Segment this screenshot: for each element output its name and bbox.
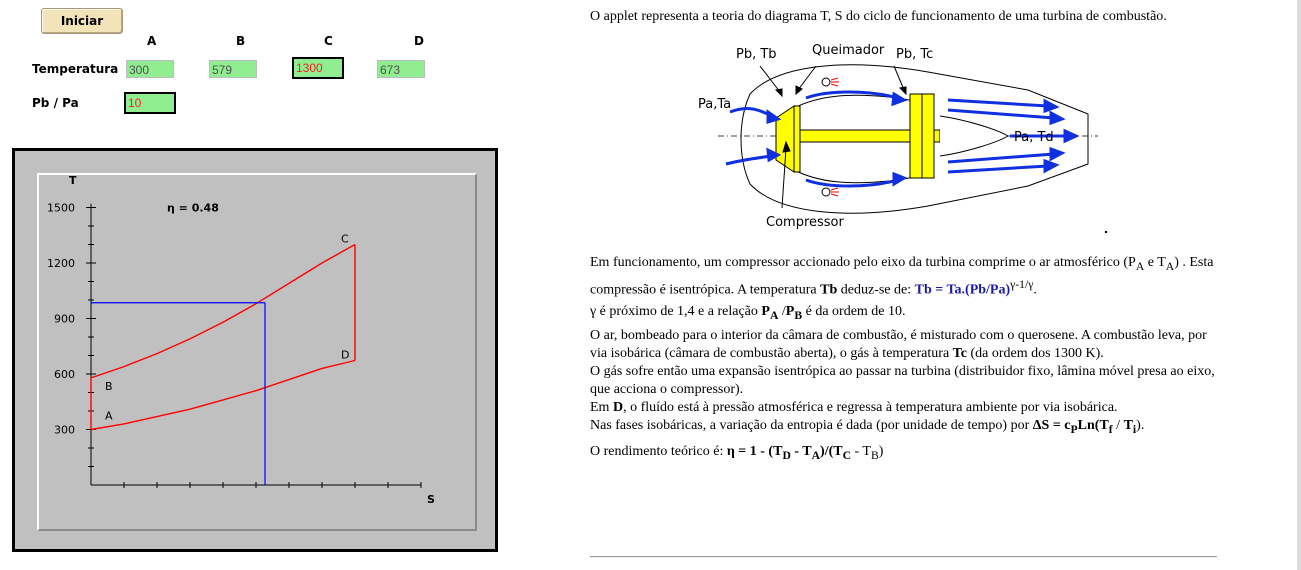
y-tick-label: 300 xyxy=(54,424,75,437)
temperature-d-input[interactable]: 673 xyxy=(377,60,425,78)
label-compressor: Compressor xyxy=(766,215,845,230)
point-label-c: C xyxy=(341,233,349,246)
pressure-ratio-input[interactable]: 10 xyxy=(124,92,176,114)
applet-panel: Iniciar A B C D Temperatura 300 579 1300… xyxy=(0,0,510,570)
column-header-a: A xyxy=(147,34,157,48)
point-label-d: D xyxy=(341,348,349,361)
y-tick-label: 1500 xyxy=(47,202,75,215)
temperature-b-input[interactable]: 579 xyxy=(209,60,257,78)
column-header-b: B xyxy=(236,34,246,48)
efficiency-label: η = 0.48 xyxy=(167,202,219,215)
pressure-row-label: Pb / Pa xyxy=(32,96,79,110)
paragraph-expansion: O gás sofre então uma expansão isentrópi… xyxy=(590,364,1215,398)
x-axis-label: S xyxy=(427,493,435,506)
point-label-b: B xyxy=(105,380,113,393)
paragraph-point-d: Em D, o fluído está à pressão atmosféric… xyxy=(590,400,1118,416)
y-tick-label: 900 xyxy=(54,313,75,326)
scrollbar[interactable] xyxy=(1297,0,1301,570)
y-axis-label: T xyxy=(69,175,77,187)
paragraph-compressor: Em funcionamento, um compressor accionad… xyxy=(590,255,1214,298)
label-pa-td: Pa, Td xyxy=(1014,130,1054,145)
column-header-c: C xyxy=(324,34,333,48)
ts-diagram-chart: 300 600 900 1200 1500 T Sη = 0.48A B C D xyxy=(47,175,435,506)
description-text: O applet representa a teoria do diagrama… xyxy=(590,8,1220,465)
turbine-diagram: Pb, Tb Queimador Pb, Tc Pa,Ta Pa, Td Com… xyxy=(698,43,1107,233)
paragraph-efficiency: O rendimento teórico é: η = 1 - (TD - TA… xyxy=(590,444,884,462)
paragraph-gamma: γ é próximo de 1,4 e a relação PA /PB é … xyxy=(590,304,906,323)
horizontal-rule xyxy=(590,556,1217,558)
point-label-a: A xyxy=(105,410,113,423)
isobar-low-line xyxy=(90,359,356,431)
y-tick-label: 600 xyxy=(54,368,75,381)
label-pb-tc: Pb, Tc xyxy=(896,47,933,62)
start-button[interactable]: Iniciar xyxy=(41,8,123,34)
column-header-d: D xyxy=(414,34,424,48)
label-queimador: Queimador xyxy=(812,43,885,58)
temperature-row-label: Temperatura xyxy=(32,62,119,76)
y-tick-label: 1200 xyxy=(47,257,75,270)
temperature-c-input[interactable]: 1300 xyxy=(292,57,344,79)
temperature-a-input[interactable]: 300 xyxy=(126,60,174,78)
intro-paragraph: O applet representa a teoria do diagrama… xyxy=(590,9,1167,24)
label-pa-ta: Pa,Ta xyxy=(698,97,731,112)
paragraph-combustion: O ar, bombeado para o interior da câmara… xyxy=(590,328,1207,362)
label-pb-tb: Pb, Tb xyxy=(736,47,777,62)
paragraph-entropy: Nas fases isobáricas, a variação da entr… xyxy=(590,418,1145,437)
isobar-high-line xyxy=(90,243,356,379)
